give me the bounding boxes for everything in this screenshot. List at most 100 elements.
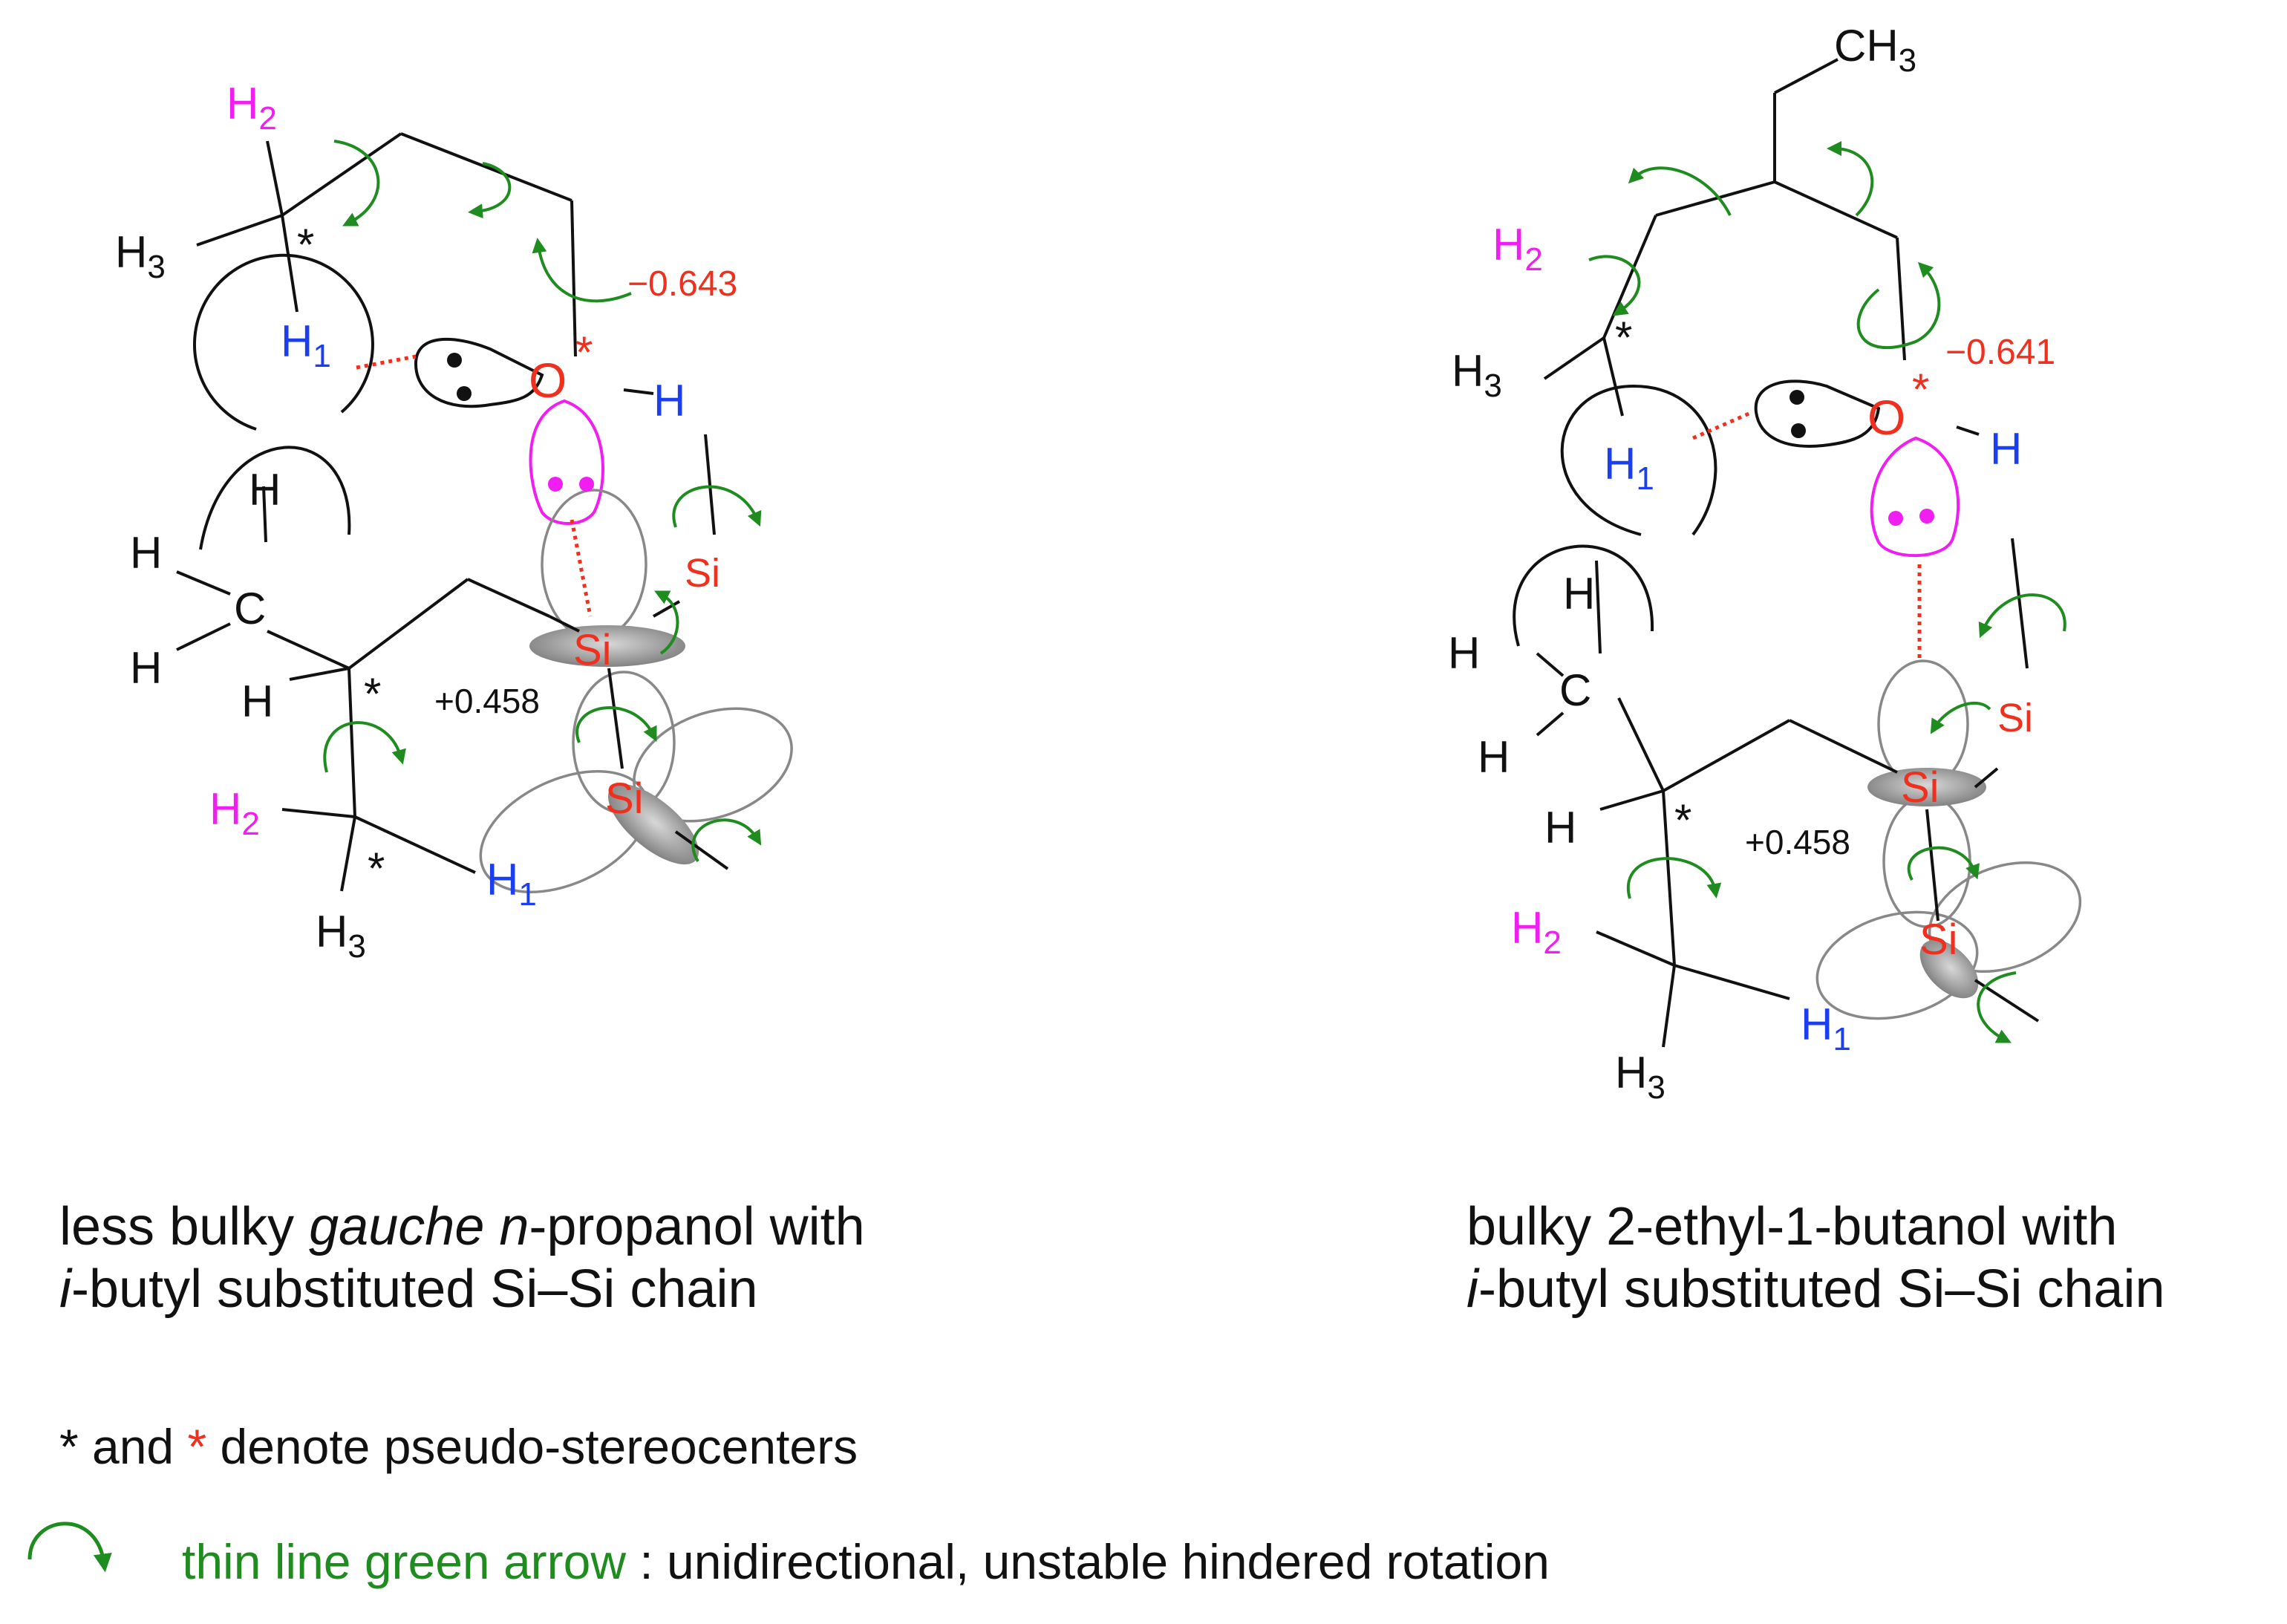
left-atom-h3-top: H3 [115, 227, 166, 285]
right-atom-h-stereo: H [1544, 803, 1576, 852]
right-steric-arc-upper [1560, 384, 1717, 536]
right-lone-dot-black-1 [1790, 390, 1804, 405]
left-lone-dot-black-2 [457, 386, 472, 401]
right-atom-h3-bot: H3 [1615, 1048, 1666, 1106]
note-stereocenters: * and * denote pseudo-stereocenters [59, 1419, 858, 1474]
right-rotation-arrows [1588, 141, 2066, 1043]
right-atom-si-mid: Si [1901, 763, 1939, 812]
caption-left-line-2: i-butyl substituted Si–Si chain [59, 1259, 758, 1319]
left-atom-ch-bottom: H [130, 643, 162, 693]
left-rot-arrow-7 [323, 721, 406, 773]
left-rotation-arrows [323, 140, 762, 863]
right-rot-arrow-6 [1930, 701, 1991, 734]
right-steric-arc-lower [1513, 544, 1654, 647]
right-atom-h2-bot: H2 [1511, 903, 1562, 961]
left-atom-si-upper: Si [685, 551, 720, 596]
right-si-sigma-lobe-low [1919, 939, 1979, 999]
right-atom-h2-top: H2 [1492, 220, 1543, 278]
right-atom-o: O [1867, 390, 1905, 445]
left-si-sigma-lobe-low [607, 783, 699, 865]
left-atom-si-mid: Si [573, 626, 612, 674]
left-bonds [176, 132, 729, 892]
right-atom-si-upper: Si [1997, 696, 2033, 740]
right-lone-pair-lobe-magenta [1870, 436, 1960, 558]
caption-right-line-2: i-butyl substituted Si–Si chain [1467, 1259, 2165, 1319]
left-rot-arrow-6 [575, 706, 657, 743]
left-atom-oh-h: H [653, 376, 685, 425]
right-atom-oh-h: H [1990, 424, 2022, 474]
left-rot-arrow-5 [654, 590, 679, 655]
left-charge-o: −0.643 [627, 264, 737, 304]
left-rot-arrow-8 [691, 818, 762, 863]
right-charge-o: −0.641 [1945, 333, 2055, 372]
right-atom-ch3: CH3 [1834, 21, 1916, 79]
right-dashes [1691, 410, 1922, 661]
caption-left: less bulky gauche n-propanol with i-buty… [59, 1196, 865, 1320]
left-stereo-star-2: * [364, 669, 381, 719]
right-atom-h1-top: H1 [1604, 439, 1654, 497]
left-atom-o: O [529, 353, 567, 408]
right-lone-dot-black-2 [1791, 423, 1806, 438]
left-atom-c: C [234, 584, 266, 633]
right-si-p-lobe-left [1815, 910, 1979, 1020]
left-atom-si-low: Si [605, 775, 644, 823]
left-dashes [356, 354, 593, 617]
note-green-arrow: thin line green arrow : unidirectional, … [182, 1534, 1550, 1589]
legend-green-arrow-icon [27, 1522, 112, 1573]
left-rot-arrow-2 [468, 162, 512, 219]
right-rot-arrow-1 [1628, 166, 1732, 216]
right-stereo-star-2: * [1674, 795, 1691, 845]
left-molecule: H2 H3 * H1 O * −0.643 H Si H H C H H * S… [115, 79, 793, 965]
right-lone-dot-magenta-1 [1888, 511, 1903, 526]
left-atom-ch-left: H [130, 528, 162, 578]
left-rot-arrow-1 [333, 140, 380, 226]
left-rot-arrow-4 [672, 485, 762, 528]
right-stereo-star-1: * [1615, 313, 1632, 362]
left-steric-arc-upper [192, 253, 374, 431]
right-molecule: CH3 H2 H3 * H1 O * −0.641 H Si H H C H H… [1448, 21, 2082, 1106]
left-atom-h1-bot: H1 [486, 855, 537, 913]
right-rot-arrow-5 [1978, 593, 2066, 639]
right-charge-si: +0.458 [1745, 823, 1850, 861]
right-atom-h3-top: H3 [1452, 346, 1502, 404]
left-stereo-star-3: * [368, 844, 385, 893]
caption-right-line-1: bulky 2-ethyl-1-butanol with [1467, 1197, 2118, 1256]
right-stereo-star-o: * [1912, 365, 1929, 414]
right-atom-ch-top: H [1563, 569, 1595, 619]
right-atom-ch-bottom: H [1478, 732, 1510, 782]
left-lone-dot-black-1 [447, 353, 462, 368]
right-lone-pair-lobe-black [1754, 379, 1881, 448]
left-lone-dot-magenta-2 [579, 477, 594, 492]
left-atom-h-stereo: H [241, 676, 273, 726]
left-atom-h1-top: H1 [281, 316, 331, 374]
left-atom-h3-bot: H3 [316, 907, 366, 965]
right-rot-arrow-9 [1977, 971, 2017, 1043]
left-atom-ch-top: H [249, 465, 281, 515]
right-si-sigma-lobe-mid [1867, 768, 1986, 806]
left-rot-arrow-3 [532, 238, 632, 303]
right-rot-arrow-7 [1907, 846, 1980, 881]
right-rot-arrow-8 [1626, 857, 1722, 899]
caption-left-line-1: less bulky gauche n-propanol with [59, 1197, 865, 1256]
right-rot-arrow-3 [1588, 255, 1641, 316]
right-atom-c: C [1559, 665, 1591, 715]
left-atom-h2-top: H2 [226, 79, 277, 137]
right-atom-si-low: Si [1919, 916, 1958, 964]
left-steric-arc-lower [199, 446, 351, 550]
right-rot-arrow-4 [1856, 261, 1941, 350]
left-stereo-star-o: * [575, 327, 593, 377]
left-si-sigma-lobe-mid [529, 625, 685, 667]
caption-right: bulky 2-ethyl-1-butanol with i-butyl sub… [1467, 1196, 2165, 1320]
left-charge-si: +0.458 [434, 682, 540, 720]
right-atom-h1-bot: H1 [1801, 999, 1851, 1057]
right-lone-dot-magenta-2 [1919, 509, 1934, 524]
right-rot-arrow-2 [1827, 141, 1874, 217]
left-atom-h2-bot: H2 [209, 784, 260, 842]
left-lone-pair-lobe-black [414, 337, 544, 408]
left-lone-dot-magenta-1 [548, 477, 563, 492]
left-stereo-star-1: * [297, 220, 314, 270]
left-lone-pair-lobe-magenta [529, 399, 604, 525]
right-atom-ch-left: H [1448, 628, 1480, 678]
